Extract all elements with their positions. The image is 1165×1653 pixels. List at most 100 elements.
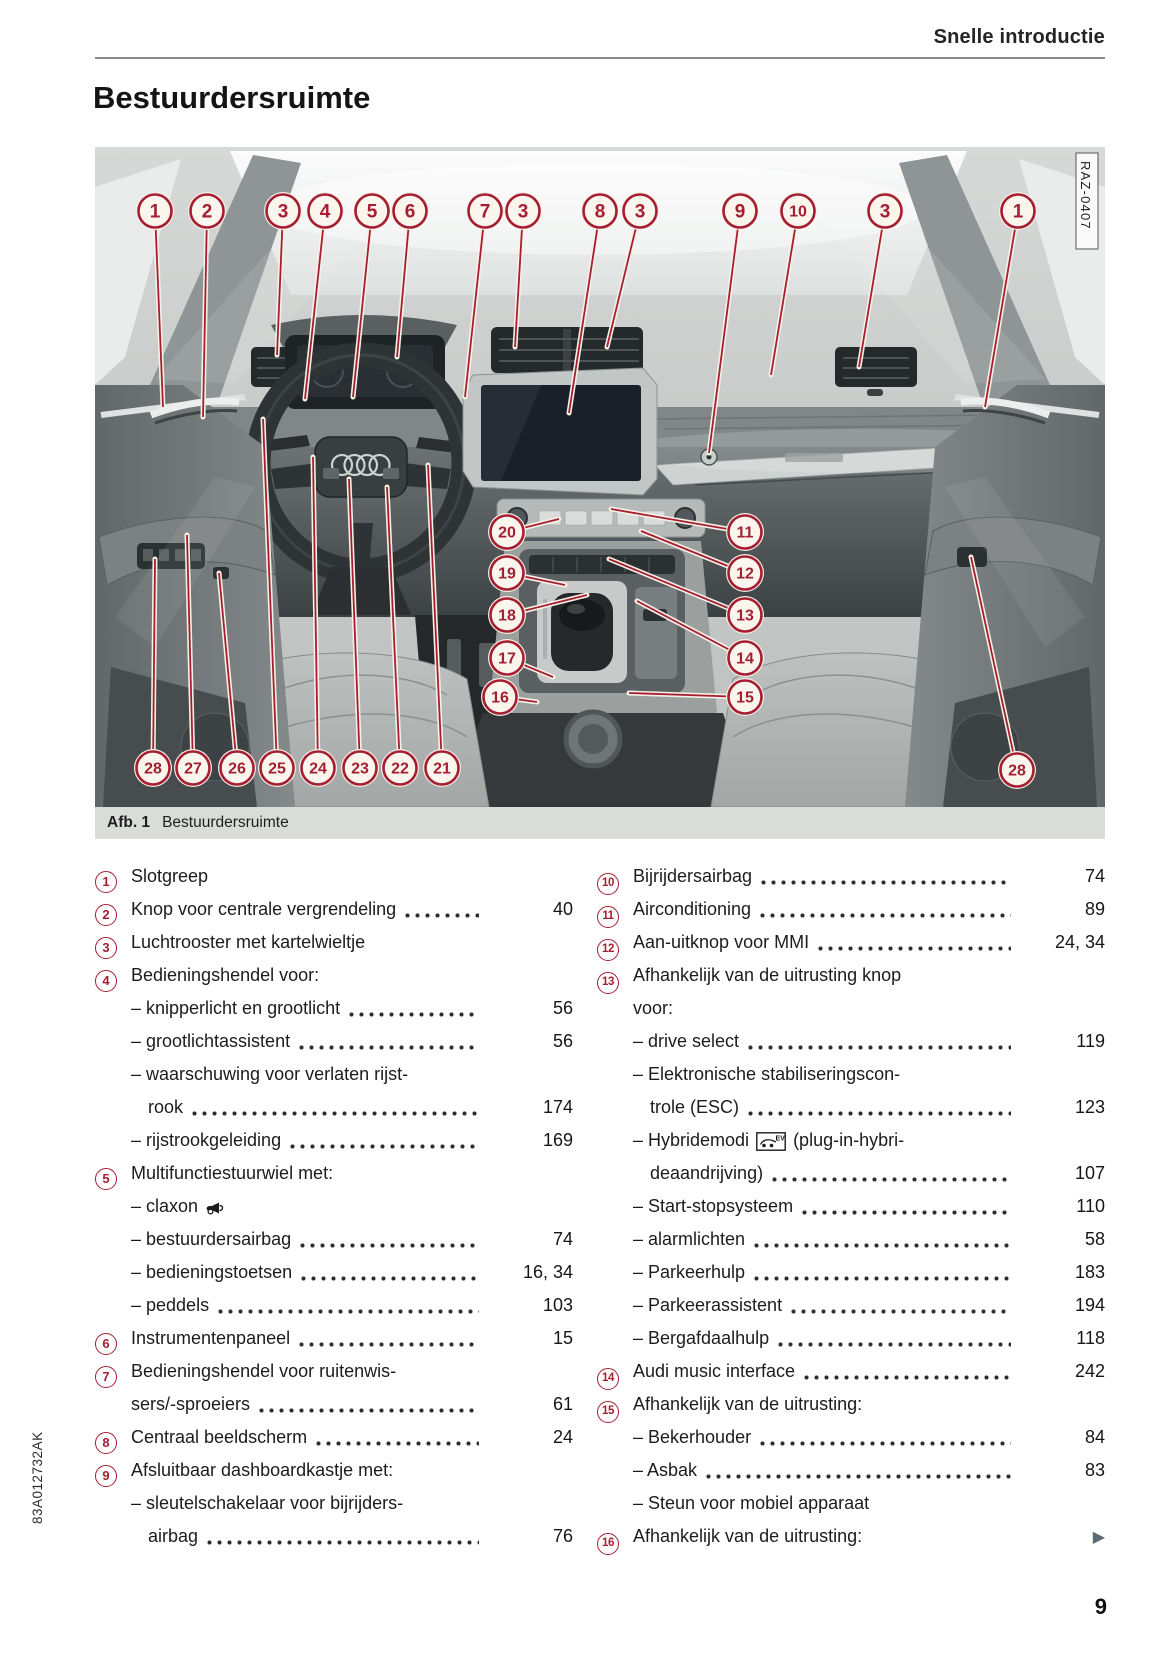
legend-item-number: 7 <box>95 1365 117 1388</box>
dot-leader <box>754 1242 1011 1249</box>
legend-item-label: – peddels <box>131 1295 210 1315</box>
page-reference[interactable]: 194 <box>1074 1295 1105 1315</box>
page-title: Bestuurdersruimte <box>93 80 371 115</box>
legend-item-label: Audi music interface <box>633 1361 796 1381</box>
legend-row: – waarschuwing voor verlaten rijst- <box>95 1058 573 1091</box>
callout-23: 23 <box>341 476 379 787</box>
svg-text:2: 2 <box>202 202 213 223</box>
dot-leader <box>760 1440 1011 1447</box>
svg-text:16: 16 <box>491 690 509 707</box>
dot-leader <box>754 1275 1011 1282</box>
legend-item-label: – bedieningstoetsen <box>131 1262 293 1282</box>
dot-leader <box>218 1308 479 1315</box>
dot-leader <box>804 1374 1011 1381</box>
dot-leader <box>405 912 479 919</box>
image-code-box <box>1075 152 1099 250</box>
page-reference[interactable]: 84 <box>1084 1427 1105 1447</box>
legend-item-label: – Bekerhouder <box>633 1427 752 1447</box>
page-reference[interactable]: 89 <box>1084 899 1105 919</box>
right-door-handle <box>960 397 1051 419</box>
running-header: Snelle introductie <box>933 26 1105 48</box>
page-reference[interactable]: 24 <box>552 1427 573 1447</box>
legend-item-label: Centraal beeldscherm <box>131 1427 308 1447</box>
page-reference[interactable]: 174 <box>542 1097 573 1117</box>
callout-5: 5 <box>350 192 391 400</box>
svg-text:3: 3 <box>880 202 891 223</box>
legend-item-number: 12 <box>597 938 619 961</box>
page-reference[interactable]: 74 <box>552 1229 573 1249</box>
legend-item-label: Afhankelijk van de uitrusting: <box>633 1526 863 1546</box>
page-reference[interactable]: 58 <box>1084 1229 1105 1249</box>
legend-item-label: – Steun voor mobiel apparaat <box>633 1493 870 1513</box>
svg-text:12: 12 <box>736 566 754 583</box>
legend-item-label: Airconditioning <box>633 899 752 919</box>
legend-row: deaandrijving)107 <box>597 1157 1105 1190</box>
dot-leader <box>299 1044 479 1051</box>
page-reference[interactable]: 24, 34 <box>1054 932 1105 952</box>
page-reference[interactable]: 169 <box>542 1130 573 1150</box>
page-reference[interactable]: 123 <box>1074 1097 1105 1117</box>
svg-text:18: 18 <box>498 608 516 625</box>
callout-9: 9 <box>706 192 759 456</box>
dot-leader <box>259 1407 479 1414</box>
callout-18: 18 <box>488 592 590 634</box>
dot-leader <box>316 1440 479 1447</box>
callout-28: 28 <box>968 554 1036 789</box>
page-reference[interactable]: 242 <box>1074 1361 1105 1381</box>
callout-26: 26 <box>216 570 256 787</box>
legend-row: – Steun voor mobiel apparaat <box>597 1487 1105 1520</box>
page-reference[interactable]: 61 <box>552 1394 573 1414</box>
dot-leader <box>748 1110 1011 1117</box>
svg-text:5: 5 <box>367 202 378 223</box>
callout-14: 14 <box>634 598 764 677</box>
svg-text:15: 15 <box>736 690 754 707</box>
svg-text:26: 26 <box>228 761 246 778</box>
legend-item-number: 10 <box>597 872 619 895</box>
page-reference[interactable]: 76 <box>552 1526 573 1546</box>
legend-item-number: 16 <box>597 1532 619 1555</box>
svg-text:1: 1 <box>150 202 161 223</box>
page-reference[interactable]: 74 <box>1084 866 1105 886</box>
page-reference[interactable]: 16, 34 <box>522 1262 573 1282</box>
callout-4: 4 <box>302 192 344 402</box>
callout-2: 2 <box>188 192 226 420</box>
page-reference[interactable]: 183 <box>1074 1262 1105 1282</box>
page-reference[interactable]: 110 <box>1076 1196 1105 1216</box>
page-reference[interactable]: 107 <box>1074 1163 1105 1183</box>
page-reference[interactable]: 40 <box>552 899 573 919</box>
legend-item-number: 8 <box>95 1431 117 1454</box>
svg-text:28: 28 <box>144 761 162 778</box>
page-reference[interactable]: 83 <box>1084 1460 1105 1480</box>
page-reference[interactable]: 118 <box>1076 1328 1105 1348</box>
legend-item-label: – knipperlicht en grootlicht <box>131 998 341 1018</box>
header-rule <box>95 57 1105 59</box>
legend-item-label: Afhankelijk van de uitrusting knop <box>633 965 902 985</box>
legend-item-number: 13 <box>597 971 619 994</box>
page-reference[interactable]: 103 <box>542 1295 573 1315</box>
caption-text: Bestuurdersruimte <box>162 814 289 831</box>
svg-text:4: 4 <box>320 202 331 223</box>
page-reference[interactable]: 56 <box>552 998 573 1018</box>
document-code: 83A012732AK <box>30 1431 45 1524</box>
dot-leader <box>299 1341 479 1348</box>
dot-leader <box>192 1110 479 1117</box>
page-reference[interactable]: 56 <box>552 1031 573 1051</box>
page-reference[interactable]: 15 <box>552 1328 573 1348</box>
svg-text:24: 24 <box>309 761 327 778</box>
callout-3: 3 <box>264 192 302 358</box>
legend-item-label: – drive select <box>633 1031 740 1051</box>
page-reference[interactable]: 119 <box>1076 1031 1105 1051</box>
legend-item-label: trole (ESC) <box>650 1097 740 1117</box>
